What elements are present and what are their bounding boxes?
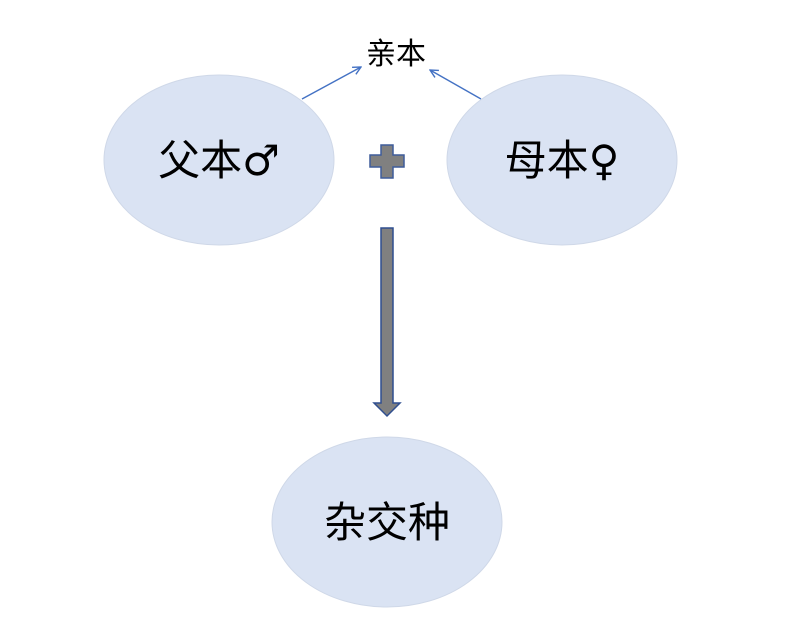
- down-arrow: [372, 227, 402, 418]
- hybrid-ellipse: [271, 436, 503, 608]
- father-node: 父本♂: [103, 74, 335, 246]
- plus-sign: [369, 144, 405, 179]
- hybrid-node: 杂交种: [271, 436, 503, 608]
- father-ellipse: [103, 74, 335, 246]
- mother-to-parents-arrow: [430, 70, 482, 100]
- mother-label: 母本♀: [505, 136, 620, 185]
- father-to-parents-arrow: [301, 67, 361, 100]
- mother-ellipse: [446, 74, 678, 246]
- father-label: 父本♂: [158, 136, 280, 185]
- mother-node: 母本♀: [446, 74, 678, 246]
- hybrid-label: 杂交种: [324, 498, 450, 547]
- parents-label: 亲本: [366, 37, 426, 72]
